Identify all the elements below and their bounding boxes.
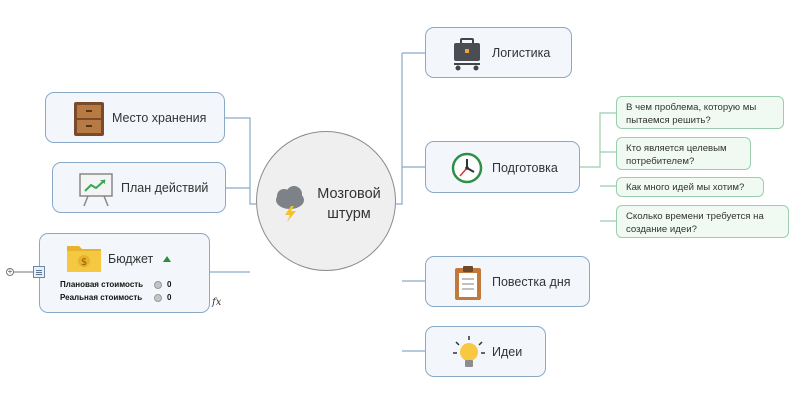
cabinet-icon bbox=[74, 102, 104, 136]
formula-indicator[interactable]: fx bbox=[212, 297, 222, 308]
budget-row-name: Реальная стоимость bbox=[60, 293, 143, 302]
topic-logistics[interactable]: Логистика bbox=[425, 27, 572, 78]
lightbulb-icon bbox=[453, 336, 485, 367]
topic-storage[interactable]: Место хранения bbox=[45, 92, 225, 143]
central-topic[interactable]: Мозговой штурм bbox=[256, 131, 396, 271]
topic-agenda[interactable]: Повестка дня bbox=[425, 256, 590, 307]
budget-row-value[interactable]: 0 bbox=[167, 280, 172, 289]
expand-toggle[interactable]: + bbox=[6, 267, 14, 276]
topic-label: Повестка дня bbox=[492, 275, 571, 289]
storm-cloud-icon bbox=[276, 186, 304, 222]
topic-label: Подготовка bbox=[492, 161, 558, 175]
question-item[interactable]: Как много идей мы хотим? bbox=[616, 177, 764, 197]
budget-row-value[interactable]: 0 bbox=[167, 293, 172, 302]
budget-row: Реальная стоимость 0 bbox=[60, 291, 171, 304]
gear-icon[interactable] bbox=[154, 293, 162, 302]
topic-label: Логистика bbox=[492, 46, 551, 60]
gear-icon[interactable] bbox=[154, 280, 162, 289]
notes-icon[interactable] bbox=[33, 266, 45, 278]
clock-icon bbox=[451, 152, 483, 184]
expand-connector bbox=[14, 271, 34, 273]
budget-row-name: Плановая стоимость bbox=[60, 280, 144, 289]
topic-label: Бюджет bbox=[108, 252, 154, 266]
briefcase-cart-icon bbox=[454, 38, 480, 71]
topic-label: Идеи bbox=[492, 345, 523, 359]
budget-row: Плановая стоимость 0 bbox=[60, 278, 171, 291]
central-topic-label: Мозговой штурм bbox=[317, 186, 381, 222]
presentation-chart-icon bbox=[79, 173, 113, 207]
topic-label: План действий bbox=[121, 181, 209, 195]
topic-label: Место хранения bbox=[112, 111, 207, 125]
dollar-folder-icon: $ bbox=[67, 246, 101, 272]
topic-preparation[interactable]: Подготовка bbox=[425, 141, 580, 193]
budget-table: Плановая стоимость 0 Реальная стоимость … bbox=[60, 278, 171, 304]
svg-text:$: $ bbox=[81, 257, 87, 268]
collapse-triangle-icon[interactable] bbox=[162, 255, 172, 263]
topic-budget[interactable]: $ Бюджет Плановая стоимость 0 Реальная с… bbox=[39, 233, 210, 313]
topic-ideas[interactable]: Идеи bbox=[425, 326, 546, 377]
topic-action-plan[interactable]: План действий bbox=[52, 162, 226, 213]
clipboard-icon bbox=[455, 266, 481, 300]
